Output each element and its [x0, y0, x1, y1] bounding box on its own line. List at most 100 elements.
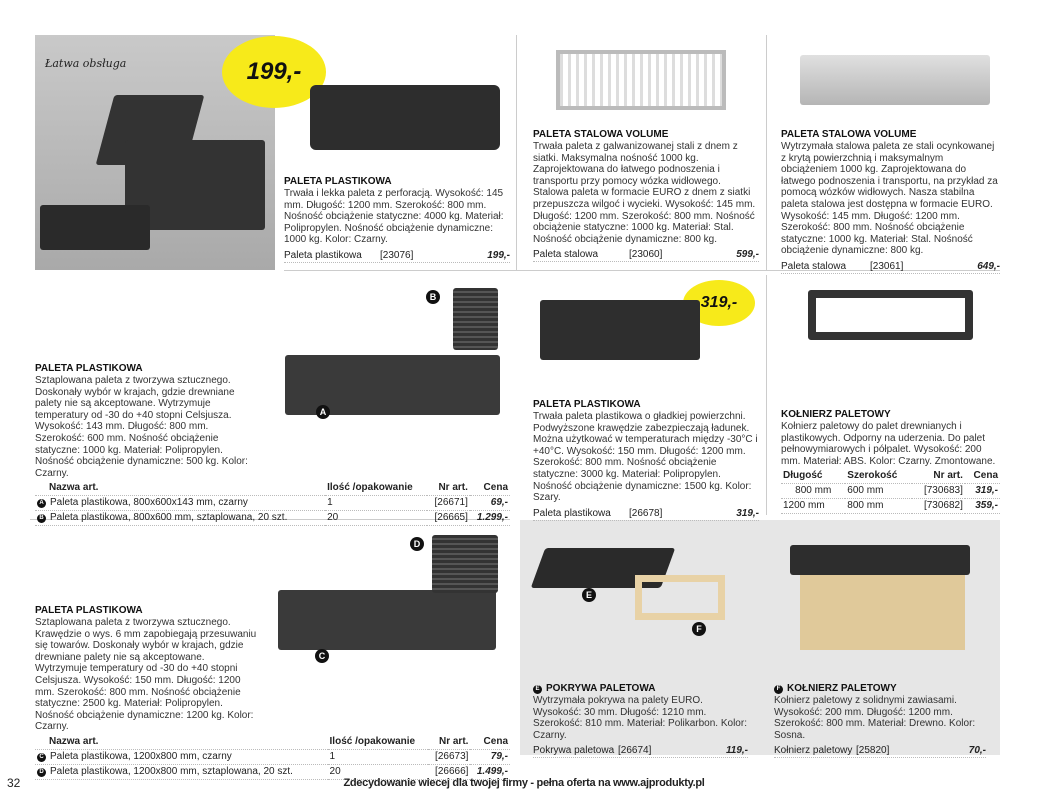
item-price: 70,- — [968, 745, 986, 757]
item-name: Paleta stalowa — [533, 249, 599, 261]
item-price: 359,- — [964, 498, 1000, 515]
product-row: Kołnierz paletowy[25820] 70,- — [774, 741, 986, 759]
col-header: Nazwa art. — [35, 481, 326, 497]
product-row: Pokrywa paletowa[26674] 119,- — [533, 741, 748, 759]
product-title: PALETA PLASTIKOWA — [35, 363, 143, 374]
row-badge: C — [37, 752, 46, 762]
item-number: [26666] — [428, 764, 471, 780]
item-name: Kołnierz paletowy — [774, 745, 853, 757]
item-qty: 20 — [325, 510, 428, 527]
wooden-collar-image — [800, 575, 965, 650]
product-description: Trwała i lekka paleta z perforacją. Wyso… — [284, 188, 504, 246]
col-header: Nr art. — [427, 481, 470, 497]
pallet-image — [540, 300, 700, 360]
image-badge-f: F — [692, 622, 706, 636]
divider — [766, 275, 767, 515]
item-name: Paleta plastikowa, 1200x800 mm, sztaplow… — [50, 765, 293, 777]
product-description: Wytrzymała pokrywa na palety EURO. Wysok… — [533, 695, 747, 741]
row-badge: A — [37, 499, 46, 509]
item-number: [26678] — [629, 507, 663, 519]
pallet-b-stack-image — [453, 288, 498, 350]
product-smooth-pallet: PALETA PLASTIKOWA Trwała paleta plastiko… — [533, 399, 759, 521]
item-length: 800 mm — [781, 483, 846, 500]
steel-mesh-pallet-image — [556, 50, 726, 110]
product-title: KOŁNIERZ PALETOWY — [781, 409, 891, 420]
item-number: [23061] — [870, 260, 904, 272]
divider — [516, 35, 517, 270]
divider — [766, 35, 767, 270]
product-pallet-cover: E POKRYWA PALETOWA Wytrzymała pokrywa na … — [533, 683, 748, 759]
product-title: PALETA PLASTIKOWA — [533, 399, 641, 410]
col-header: Ilość /opakowanie — [327, 734, 429, 750]
item-name: Paleta plastikowa — [533, 507, 611, 519]
item-price: 319,- — [964, 483, 1000, 500]
item-qty: 20 — [327, 764, 429, 780]
row-badge: F — [774, 685, 783, 694]
item-price: 649,- — [977, 260, 1000, 272]
image-badge-e: E — [582, 588, 596, 602]
image-badge-d: D — [410, 537, 424, 551]
steel-pallet-image — [800, 55, 990, 105]
col-header: Nr art. — [911, 469, 965, 485]
page-number: 32 — [7, 776, 21, 790]
image-badge-b: B — [426, 290, 440, 304]
row-badge: B — [37, 514, 46, 524]
item-name: Pokrywa paletowa — [533, 745, 615, 757]
product-description: Kołnierz paletowy do palet drewnianych i… — [781, 421, 996, 467]
item-name: Paleta plastikowa, 800x600 mm, sztaplowa… — [50, 512, 288, 524]
col-header: Cena — [469, 481, 510, 497]
hero-annotation: Łatwa obsługa — [45, 57, 127, 70]
product-pallet-collar-abs: KOŁNIERZ PALETOWY Kołnierz paletowy do p… — [781, 409, 1000, 515]
row-badge: D — [37, 767, 46, 777]
item-number: [730682] — [911, 498, 965, 515]
item-price: 599,- — [736, 249, 759, 261]
table-row: C Paleta plastikowa, 1200x800 mm, czarny 1… — [35, 749, 510, 765]
item-number: [26665] — [427, 510, 470, 527]
pallet-image — [310, 85, 500, 150]
product-title: PALETA STALOWA VOLUME — [781, 129, 917, 140]
product-description: Wytrzymała stalowa paleta ze stali ocynk… — [781, 141, 998, 257]
item-number: [23076] — [380, 249, 414, 261]
product-description: Sztaplowana paleta z tworzywa sztucznego… — [35, 375, 248, 479]
col-header: Długość — [781, 469, 846, 485]
cover-on-collar-image — [790, 545, 970, 575]
product-row: Paleta plastikowa[26678]319,- — [533, 504, 759, 521]
item-name: Paleta plastikowa, 800x600x143 mm, czarn… — [50, 497, 248, 509]
col-header: Nazwa art. — [35, 734, 328, 750]
product-steel-pallet-covered: PALETA STALOWA VOLUME Wytrzymała stalowa… — [781, 129, 1000, 274]
product-description: Trwała paleta plastikowa o gładkiej powi… — [533, 411, 758, 504]
title-text: KOŁNIERZ PALETOWY — [787, 683, 897, 694]
table-row: A Paleta plastikowa, 800x600x143 mm, czar… — [35, 495, 510, 512]
item-price: 1.299,- — [469, 510, 510, 527]
product-row: Paleta stalowa[23060]599,- — [533, 245, 759, 263]
item-qty: 1 — [327, 749, 429, 765]
product-description: Kołnierz paletowy z solidnymi zawiasami.… — [774, 695, 976, 741]
item-price: 1.499,- — [470, 764, 510, 780]
col-header: Nr art. — [428, 734, 471, 750]
pallet-d-stack-image — [432, 535, 498, 593]
item-name: Paleta plastikowa, 1200x800 mm, czarny — [50, 750, 232, 762]
item-number: [26674] — [618, 745, 652, 757]
col-header: Cena — [470, 734, 510, 750]
product-row: Paleta stalowa [23061] 649,- — [781, 257, 1000, 274]
item-price: 119,- — [725, 745, 748, 757]
pallet-c-image — [278, 590, 496, 650]
price-bubble: 199,- — [222, 36, 326, 108]
product-stackable-pallet-800: PALETA PLASTIKOWA Sztaplowana paleta z t… — [35, 363, 510, 527]
row-badge: E — [533, 685, 542, 694]
product-title: PALETA PLASTIKOWA — [284, 176, 392, 187]
product-title: PALETA STALOWA VOLUME — [533, 129, 669, 140]
product-stackable-pallet-1200: PALETA PLASTIKOWA Sztaplowana paleta z t… — [35, 605, 510, 780]
item-qty: 1 — [325, 495, 428, 512]
item-number: [25820] — [856, 745, 890, 757]
product-wooden-collar: F KOŁNIERZ PALETOWY Kołnierz paletowy z s… — [774, 683, 986, 759]
title-text: POKRYWA PALETOWA — [546, 683, 656, 694]
item-price: 69,- — [469, 495, 510, 512]
product-title: F KOŁNIERZ PALETOWY — [774, 683, 986, 695]
item-name: Paleta stalowa — [781, 260, 847, 272]
pallet-collar-image — [808, 290, 973, 340]
